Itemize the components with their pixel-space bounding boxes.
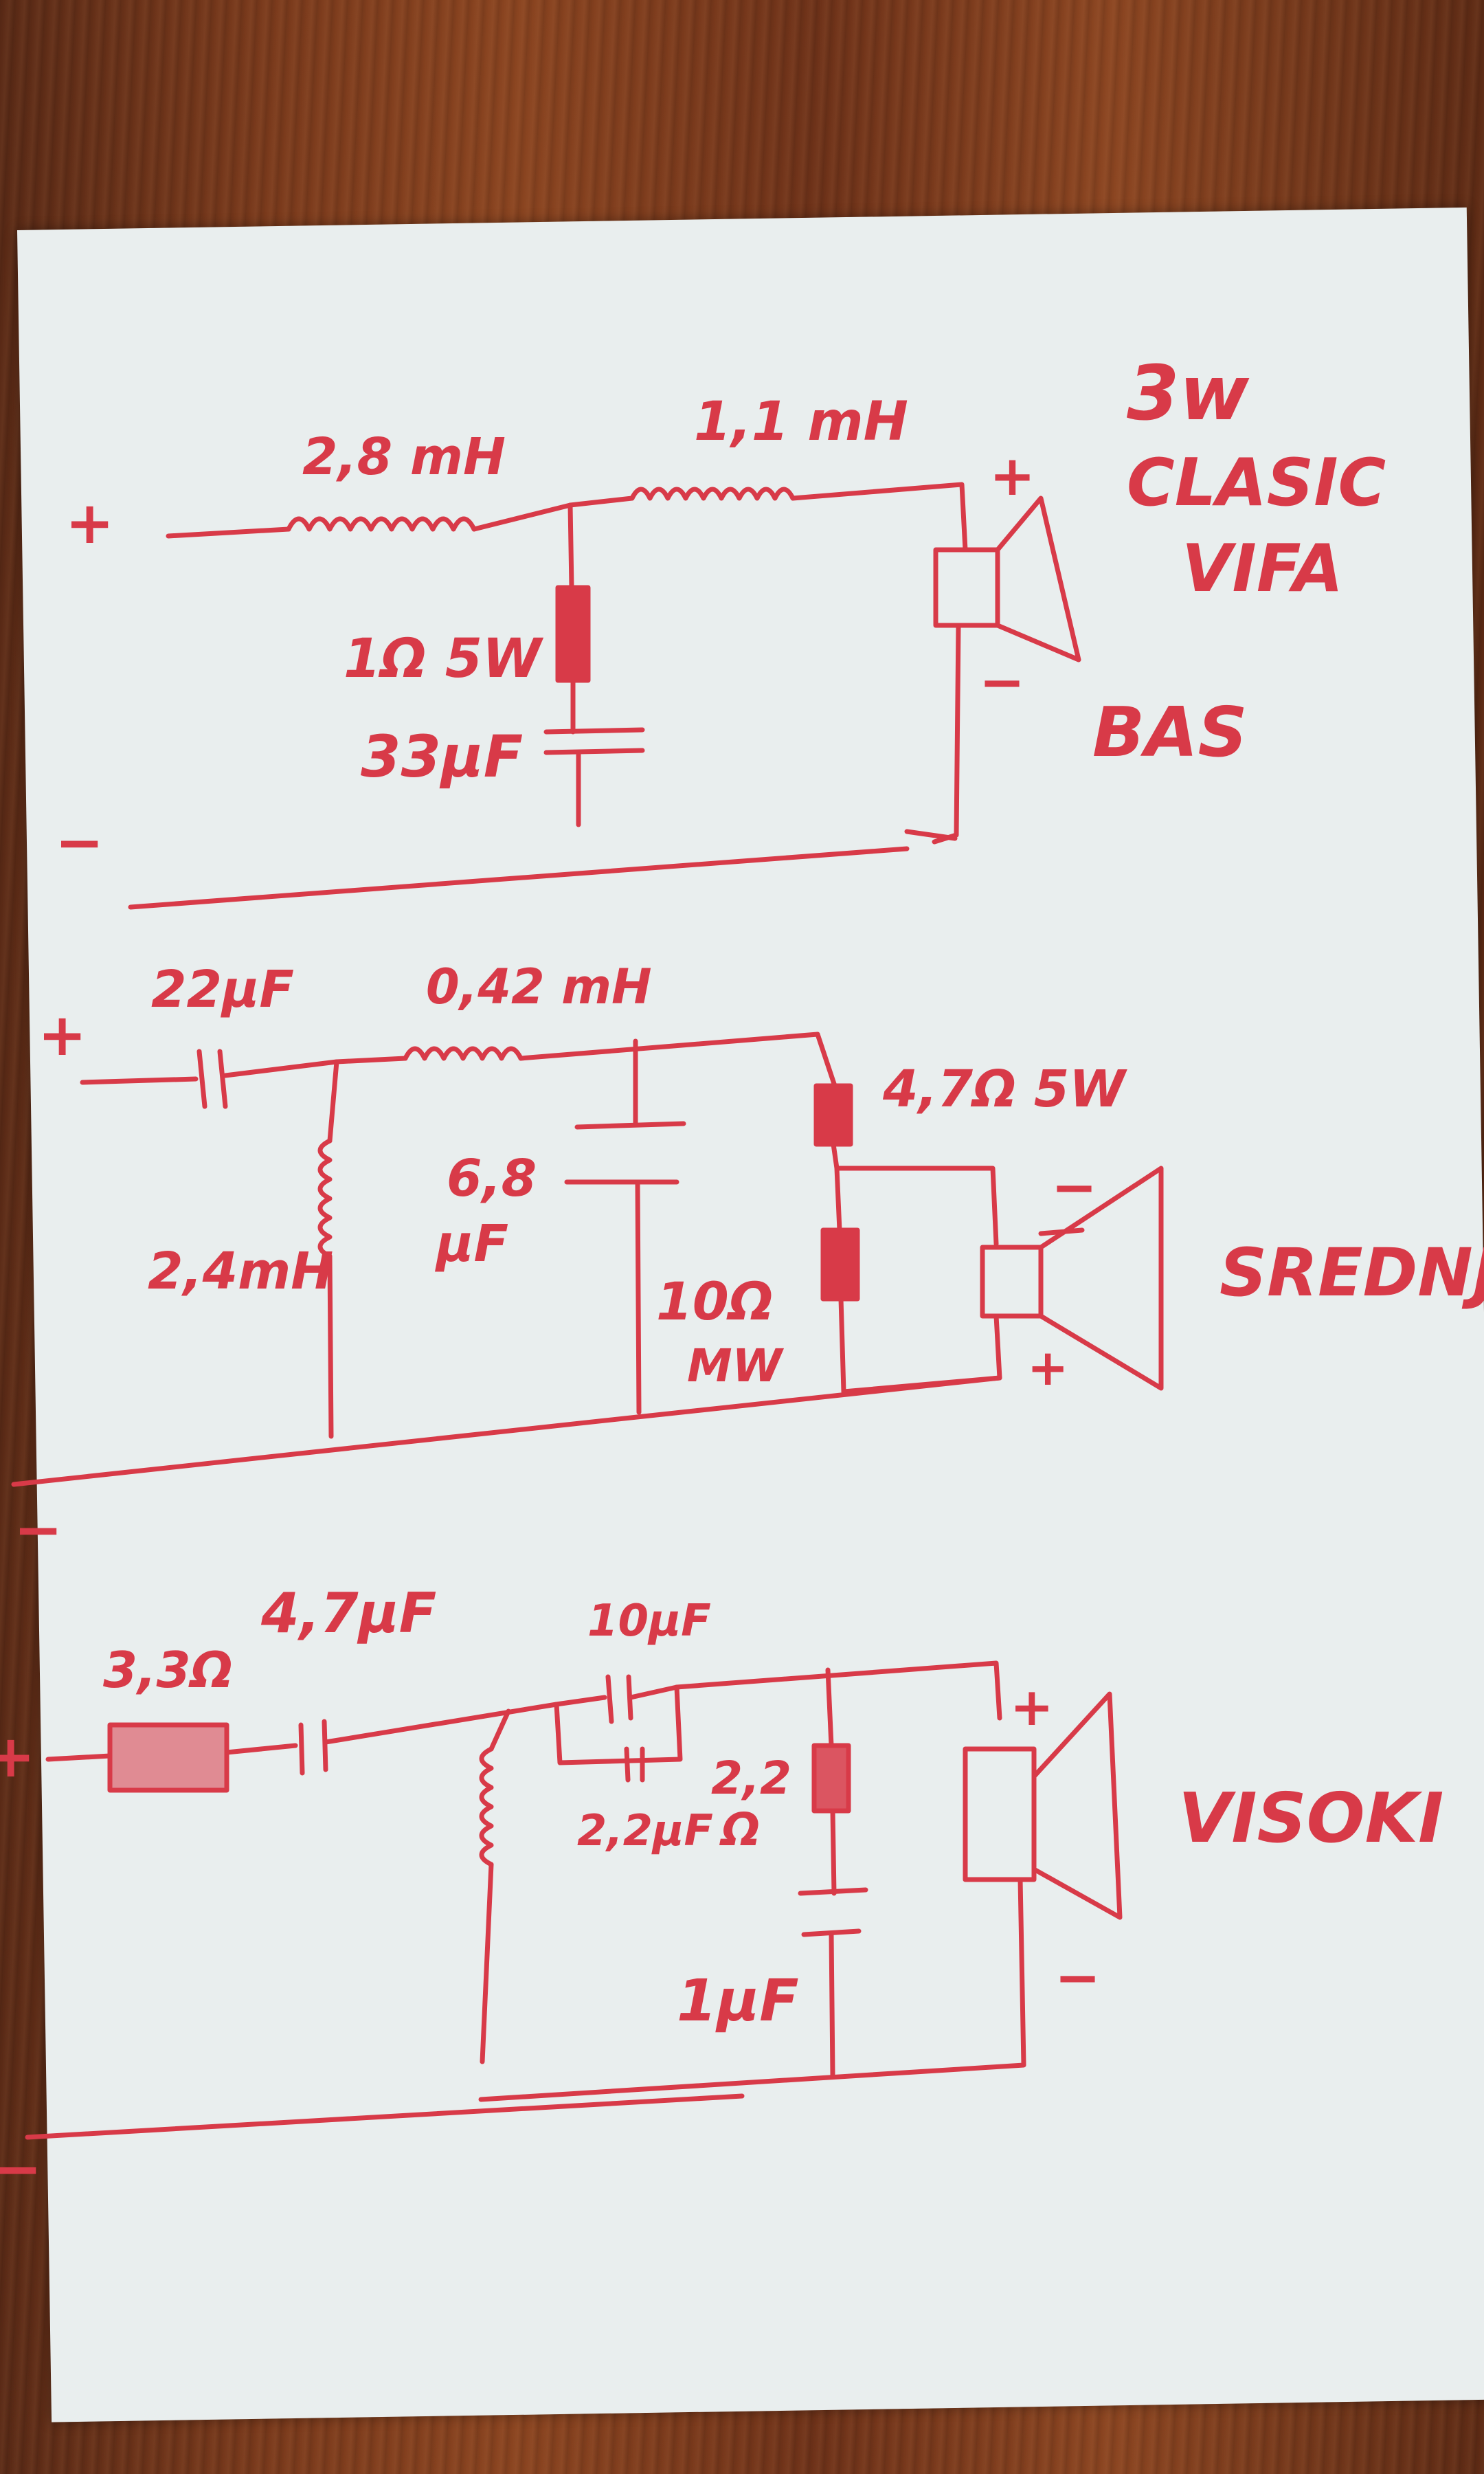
inductor-1-1mh xyxy=(629,487,796,501)
mid-speaker-magnet xyxy=(980,1245,1044,1319)
bass-speaker-plus: + xyxy=(989,444,1035,508)
brand-label-line1: CLASIC xyxy=(1127,445,1386,521)
mid-r1-label: 4,7Ω 5W xyxy=(882,1060,1127,1119)
mid-speaker-plus: + xyxy=(1027,1339,1068,1396)
resistor-3-3ohm xyxy=(107,1722,229,1793)
mid-c2-unit: µF xyxy=(435,1214,508,1273)
inductor-2-8mh xyxy=(286,516,477,532)
bass-plus-terminal: + xyxy=(65,489,114,557)
mid-section-wires xyxy=(11,1032,1164,1487)
tweeter-speaker-plus: + xyxy=(1010,1676,1054,1737)
tweeter-r2-value: 2,2 xyxy=(711,1752,791,1805)
mid-speaker-minus: − xyxy=(1051,1155,1097,1219)
tweeter-plus-terminal: + xyxy=(0,1723,35,1791)
resistor-2-2ohm xyxy=(811,1743,851,1814)
mid-r2-value: 10Ω xyxy=(656,1271,773,1332)
tweeter-section-name: VISOKI xyxy=(1178,1778,1443,1858)
bass-minus-terminal: − xyxy=(55,809,104,877)
bass-l1-label: 2,8 mH xyxy=(302,427,506,487)
capacitor-2-2uf xyxy=(624,1746,645,1783)
resistor-1ohm-5w xyxy=(555,585,591,683)
tweeter-c3-label: 2,2µF xyxy=(577,1805,713,1855)
tweeter-speaker-minus: − xyxy=(1055,1946,1101,2009)
mid-minus-terminal: − xyxy=(14,1496,63,1564)
mid-plus-terminal: + xyxy=(38,1001,87,1069)
mid-speaker-cone xyxy=(1038,1166,1164,1391)
bass-c1-label: 33µF xyxy=(361,723,523,790)
capacitor-33uf xyxy=(543,727,645,755)
capacitor-4-7uf xyxy=(298,1719,328,1776)
resistor-10ohm xyxy=(820,1227,860,1302)
mid-c1-label: 22µF xyxy=(151,960,294,1019)
resistor-4-7ohm-5w xyxy=(813,1083,853,1147)
inductor-2-4mh xyxy=(317,1138,333,1259)
tweeter-c4-label: 1µF xyxy=(677,1967,799,2034)
mid-section-name: SREDNJ xyxy=(1219,1234,1484,1311)
bass-l2-label: 1,1 mH xyxy=(694,391,908,453)
brand-label-line2: VIFA xyxy=(1182,531,1343,607)
mid-l2-label: 2,4mH xyxy=(148,1242,333,1301)
bass-speaker-cone xyxy=(995,495,1081,662)
capacitor-6-8uf xyxy=(564,1121,686,1185)
tweeter-c2-label: 10µF xyxy=(587,1596,711,1647)
bass-section-name: BAS xyxy=(1092,692,1248,772)
model-label: 3w xyxy=(1127,349,1250,437)
tweeter-speaker-magnet xyxy=(963,1746,1037,1882)
tweeter-c1-label: 4,7µF xyxy=(260,1581,436,1645)
tweeter-r1-label: 3,3Ω xyxy=(103,1641,233,1699)
mid-c2-value: 6,8 xyxy=(447,1149,537,1208)
tweeter-r2-unit: Ω xyxy=(719,1803,760,1856)
inductor-tweeter xyxy=(479,1746,494,1867)
capacitor-22uf xyxy=(196,1049,228,1109)
tweeter-minus-terminal: − xyxy=(0,2135,42,2203)
tweeter-section-wires xyxy=(25,1660,1123,2140)
bass-speaker-minus: − xyxy=(979,650,1025,714)
tweeter-speaker-cone xyxy=(1031,1691,1123,1920)
capacitor-10uf xyxy=(605,1674,633,1724)
bass-section-wires xyxy=(128,482,1081,910)
bass-r1-label: 1Ω 5W xyxy=(344,628,544,690)
inductor-0-42mh xyxy=(403,1046,524,1061)
mid-r2-unit: MW xyxy=(687,1339,785,1392)
mid-l1-label: 0,42 mH xyxy=(426,959,652,1015)
bass-speaker-magnet xyxy=(933,547,1000,628)
capacitor-1uf xyxy=(798,1887,868,1937)
